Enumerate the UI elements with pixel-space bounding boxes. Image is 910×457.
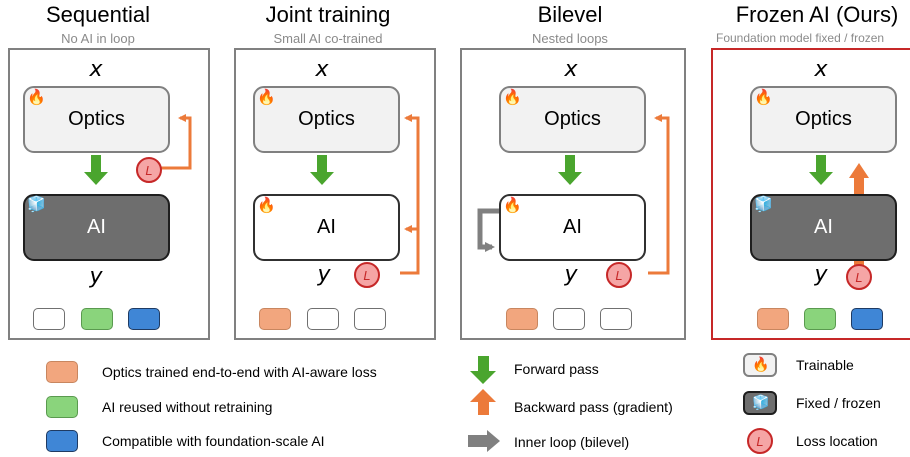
inner-loop-arrow	[477, 208, 500, 252]
optics-box-bilevel: Optics	[499, 86, 646, 153]
legend-inner-loop: Inner loop (bilevel)	[514, 434, 630, 450]
property-chip-optics-trained	[757, 308, 789, 330]
legend-forward-pass: Forward pass	[514, 361, 599, 377]
legend-frozen: Fixed / frozen	[796, 395, 881, 411]
ice-cube-icon: 🧊	[754, 196, 773, 213]
legend-optics-trained: Optics trained end-to-end with AI-aware …	[102, 364, 377, 380]
loss-marker-joint: L	[354, 262, 380, 288]
fire-icon: 🔥	[257, 89, 276, 106]
panel-title-bilevel: Bilevel	[537, 2, 603, 27]
ai-label: AI	[87, 216, 106, 238]
fire-icon: 🔥	[27, 89, 46, 106]
fire-icon: 🔥	[503, 197, 522, 214]
loss-marker-sequential: L	[136, 157, 162, 183]
ai-box-bilevel: AI	[499, 194, 646, 261]
optics-box-joint: Optics	[253, 86, 400, 153]
ai-label: AI	[563, 216, 582, 238]
backward-arrow-sequential	[152, 114, 192, 170]
optics-box-ours: Optics	[750, 86, 897, 153]
optics-label: Optics	[68, 108, 125, 130]
property-chip-foundation-ai-empty	[600, 308, 632, 330]
input-x-joint: x	[315, 57, 329, 82]
fire-icon: 🔥	[503, 89, 522, 106]
output-y-sequential: y	[89, 264, 103, 289]
legend-loss-marker: L	[747, 428, 773, 454]
backward-arrow-joint-optics	[400, 114, 420, 275]
ai-box-joint: AI	[253, 194, 400, 261]
ai-box-ours: AI	[750, 194, 897, 261]
legend-forward-arrow	[470, 356, 496, 384]
fire-icon: 🔥	[754, 89, 773, 106]
property-chip-optics-trained	[259, 308, 291, 330]
legend-inner-arrow	[468, 430, 500, 452]
legend-swatch-blue	[46, 430, 78, 452]
optics-label: Optics	[795, 108, 852, 130]
legend-backward-arrow	[470, 389, 496, 415]
output-y-bilevel: y	[564, 262, 578, 287]
panel-subtitle-bilevel: Nested loops	[532, 31, 608, 46]
property-chip-foundation-ai	[128, 308, 160, 330]
optics-box-sequential: Optics	[23, 86, 170, 153]
property-chip-ai-reused	[81, 308, 113, 330]
property-chip-optics-trained	[506, 308, 538, 330]
property-chip-foundation-ai	[851, 308, 883, 330]
panel-title-ours: Frozen AI (Ours)	[735, 2, 899, 27]
forward-arrow-joint	[310, 155, 334, 185]
panel-title-sequential: Sequential	[46, 2, 150, 27]
panel-subtitle-sequential: No AI in loop	[61, 31, 135, 46]
ai-box-sequential: AI	[23, 194, 170, 261]
ice-cube-icon: 🧊	[752, 394, 770, 410]
legend-loss-location: Loss location	[796, 433, 878, 449]
legend-backward-pass: Backward pass (gradient)	[514, 399, 673, 415]
property-chip-foundation-ai-empty	[354, 308, 386, 330]
output-y-joint: y	[317, 262, 331, 287]
panel-subtitle-joint: Small AI co-trained	[273, 31, 383, 46]
forward-arrow-sequential	[84, 155, 108, 185]
input-x-ours: x	[814, 57, 828, 82]
optics-label: Optics	[298, 108, 355, 130]
property-chip-ai-reused-empty	[307, 308, 339, 330]
property-chip-ai-reused	[804, 308, 836, 330]
loss-marker-ours: L	[846, 264, 872, 290]
input-x-sequential: x	[89, 57, 103, 82]
legend-ai-reused: AI reused without retraining	[102, 399, 273, 415]
forward-arrow-ours	[809, 155, 833, 185]
input-x-bilevel: x	[564, 57, 578, 82]
forward-arrow-bilevel	[558, 155, 582, 185]
panel-subtitle-ours: Foundation model fixed / frozen	[716, 31, 885, 45]
fire-icon: 🔥	[257, 197, 276, 214]
ice-cube-icon: 🧊	[27, 196, 46, 213]
legend-swatch-orange	[46, 361, 78, 383]
ai-label: AI	[814, 216, 833, 238]
optics-label: Optics	[544, 108, 601, 130]
panel-title-joint: Joint training	[265, 2, 391, 27]
property-chip-ai-reused-empty	[553, 308, 585, 330]
legend-trainable-swatch	[743, 353, 777, 377]
property-chip-optics-trained-empty	[33, 308, 65, 330]
legend-foundation-ai: Compatible with foundation-scale AI	[102, 433, 325, 449]
ai-label: AI	[317, 216, 336, 238]
fire-icon: 🔥	[752, 356, 770, 372]
legend-trainable: Trainable	[796, 357, 854, 373]
output-y-ours: y	[814, 262, 828, 287]
backward-arrow-bilevel	[648, 114, 670, 275]
legend-frozen-swatch	[743, 391, 777, 415]
loss-marker-bilevel: L	[606, 262, 632, 288]
legend-swatch-green	[46, 396, 78, 418]
